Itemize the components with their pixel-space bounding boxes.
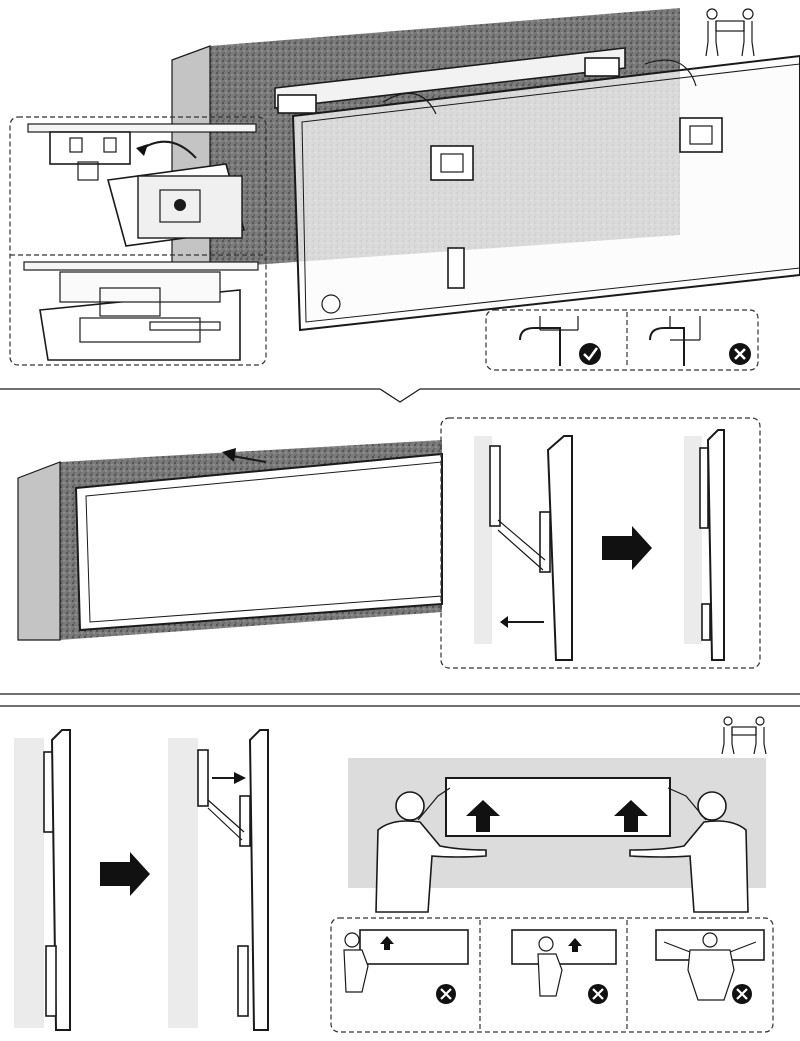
hook-check-inset	[485, 309, 759, 371]
hook-incorrect	[649, 316, 751, 366]
hang-arrow-left	[382, 92, 437, 115]
tv-panel-2	[74, 452, 443, 632]
incorrect-lift-1	[343, 929, 469, 1004]
two-person-lift-icon-2	[721, 716, 767, 755]
hang-arrow-right	[644, 59, 697, 87]
two-person-lift-icon	[705, 8, 755, 57]
step-1-hang-bracket	[9, 8, 800, 371]
tv-panel-inner	[301, 63, 800, 323]
person-right	[629, 787, 749, 913]
tv-panel	[291, 54, 800, 332]
up-arrow-right	[614, 800, 648, 832]
side-view-mounted	[14, 729, 71, 1031]
tv-sensor	[321, 294, 341, 314]
step-2-slide-to-wall	[17, 417, 761, 669]
detail-inset	[9, 116, 267, 366]
side-view-tilted	[474, 435, 573, 661]
check-mark-icon	[579, 343, 601, 365]
step-divider-1	[0, 388, 800, 403]
side-view-lift	[168, 729, 269, 1031]
up-arrow-left	[466, 800, 500, 832]
tv-bottom-clip	[447, 247, 465, 289]
person-left	[375, 787, 487, 913]
wall-rail	[274, 47, 626, 109]
tv-bracket-right	[679, 117, 723, 153]
next-arrow-1	[602, 526, 652, 570]
hook-correct	[519, 316, 601, 366]
push-arrow	[231, 455, 267, 463]
side-view-flush	[684, 429, 725, 661]
rail-hook-right	[584, 57, 620, 77]
next-arrow-2	[100, 852, 150, 896]
detail-hook-seated	[23, 261, 259, 361]
tv-bracket-left	[430, 145, 474, 181]
rail-hook-left	[277, 94, 317, 114]
incorrect-lift-inset	[330, 917, 774, 1033]
side-view-inset	[440, 417, 761, 669]
incorrect-lift-3	[655, 929, 765, 1004]
step-3-lift-and-lock	[14, 716, 774, 1033]
incorrect-lift-2	[511, 929, 617, 1004]
detail-hook-engage	[27, 123, 257, 247]
